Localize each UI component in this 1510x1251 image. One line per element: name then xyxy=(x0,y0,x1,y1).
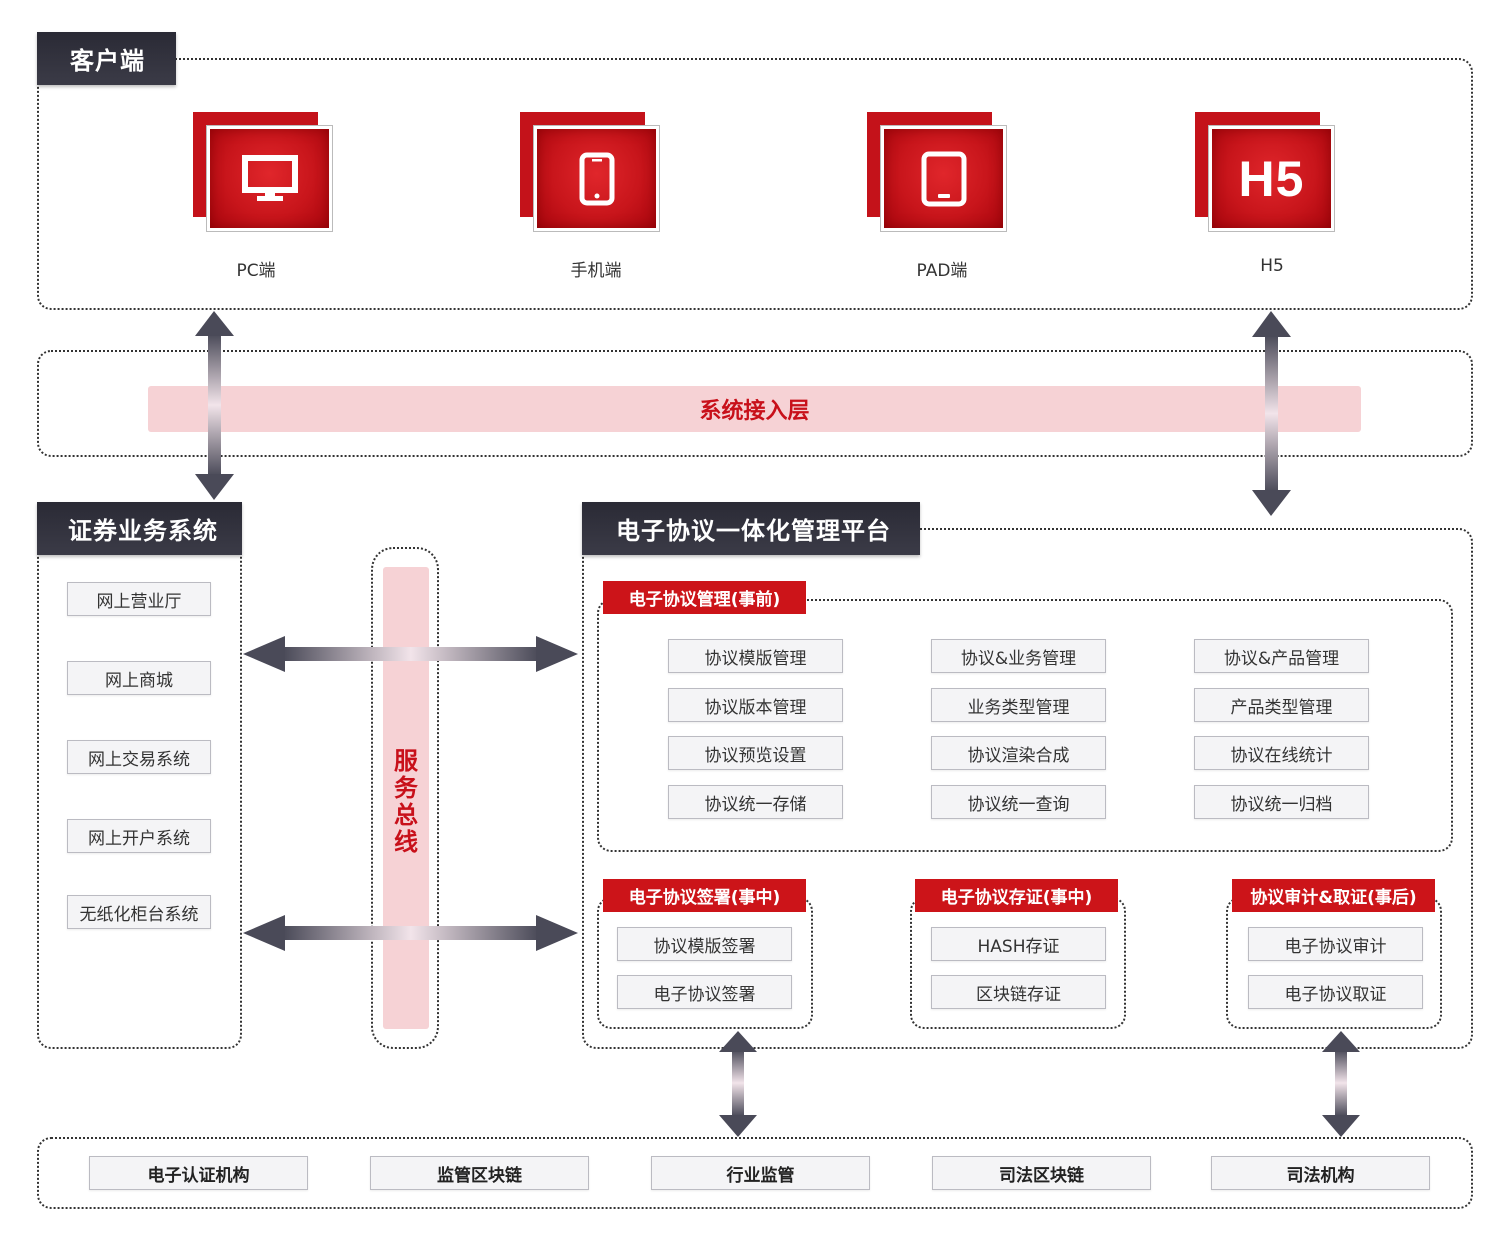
external-judicial-blockchain[interactable]: 司法区块链 xyxy=(932,1156,1151,1190)
signing-title: 电子协议签署(事中) xyxy=(603,879,806,912)
access-layer-band: 系统接入层 xyxy=(148,386,1361,432)
device-label-h5: H5 xyxy=(1260,256,1284,276)
evidence-blockchain[interactable]: 区块链存证 xyxy=(931,975,1106,1009)
external-section xyxy=(37,1137,1473,1209)
service-bus-label: 服务总线 xyxy=(394,747,418,856)
evidence-hash[interactable]: HASH存证 xyxy=(931,927,1106,961)
device-label-mobile: 手机端 xyxy=(570,261,622,281)
client-section xyxy=(37,58,1473,310)
device-pad[interactable] xyxy=(867,112,1007,232)
device-label-pad: PAD端 xyxy=(916,261,968,281)
device-mobile[interactable] xyxy=(520,112,660,232)
mgmt-render[interactable]: 协议渲染合成 xyxy=(931,736,1106,770)
arrow-bus-top xyxy=(243,636,578,672)
mgmt-statistics[interactable]: 协议在线统计 xyxy=(1194,736,1369,770)
mgmt-product-type[interactable]: 产品类型管理 xyxy=(1194,688,1369,722)
arrow-bus-bottom xyxy=(243,915,578,951)
audit-forensics[interactable]: 电子协议取证 xyxy=(1248,975,1423,1009)
management-section xyxy=(597,599,1453,852)
access-layer-section xyxy=(37,350,1473,457)
mgmt-template[interactable]: 协议模版管理 xyxy=(668,639,843,673)
securities-item-hall[interactable]: 网上营业厅 xyxy=(67,582,211,616)
device-h5[interactable]: H5 xyxy=(1195,112,1335,232)
device-pc[interactable] xyxy=(193,112,333,232)
arrow-client-securities xyxy=(195,311,234,500)
mgmt-agreement-product[interactable]: 协议&产品管理 xyxy=(1194,639,1369,673)
external-regulatory-blockchain[interactable]: 监管区块链 xyxy=(370,1156,589,1190)
service-bus-section xyxy=(371,547,439,1049)
mgmt-business-type[interactable]: 业务类型管理 xyxy=(931,688,1106,722)
arrow-audit-external xyxy=(1322,1031,1360,1137)
mgmt-agreement-business[interactable]: 协议&业务管理 xyxy=(931,639,1106,673)
securities-item-paperless-counter[interactable]: 无纸化柜台系统 xyxy=(67,895,211,929)
signing-agreement[interactable]: 电子协议签署 xyxy=(617,975,792,1009)
h5-icon: H5 xyxy=(1238,150,1305,207)
arrow-client-platform xyxy=(1252,311,1291,516)
platform-title: 电子协议一体化管理平台 xyxy=(582,502,920,555)
securities-item-trading[interactable]: 网上交易系统 xyxy=(67,740,211,774)
smartphone-icon xyxy=(579,152,614,205)
mgmt-preview[interactable]: 协议预览设置 xyxy=(668,736,843,770)
mgmt-query[interactable]: 协议统一查询 xyxy=(931,785,1106,819)
tablet-icon xyxy=(921,151,966,206)
external-judicial-institution[interactable]: 司法机构 xyxy=(1211,1156,1430,1190)
securities-item-mall[interactable]: 网上商城 xyxy=(67,661,211,695)
signing-template[interactable]: 协议模版签署 xyxy=(617,927,792,961)
device-label-pc: PC端 xyxy=(236,261,276,281)
external-industry-regulation[interactable]: 行业监管 xyxy=(651,1156,870,1190)
monitor-icon xyxy=(241,154,298,201)
securities-item-account-opening[interactable]: 网上开户系统 xyxy=(67,819,211,853)
mgmt-archive[interactable]: 协议统一归档 xyxy=(1194,785,1369,819)
arrow-signing-external xyxy=(719,1031,757,1137)
platform-section xyxy=(582,528,1473,1049)
audit-audit[interactable]: 电子协议审计 xyxy=(1248,927,1423,961)
mgmt-version[interactable]: 协议版本管理 xyxy=(668,688,843,722)
management-title: 电子协议管理(事前) xyxy=(603,581,806,614)
mgmt-storage[interactable]: 协议统一存储 xyxy=(668,785,843,819)
client-title: 客户端 xyxy=(37,32,176,85)
external-ca[interactable]: 电子认证机构 xyxy=(89,1156,308,1190)
audit-title: 协议审计&取证(事后) xyxy=(1232,879,1435,912)
service-bus-band xyxy=(383,567,429,1029)
securities-title: 证券业务系统 xyxy=(37,502,242,555)
evidence-title: 电子协议存证(事中) xyxy=(915,879,1118,912)
